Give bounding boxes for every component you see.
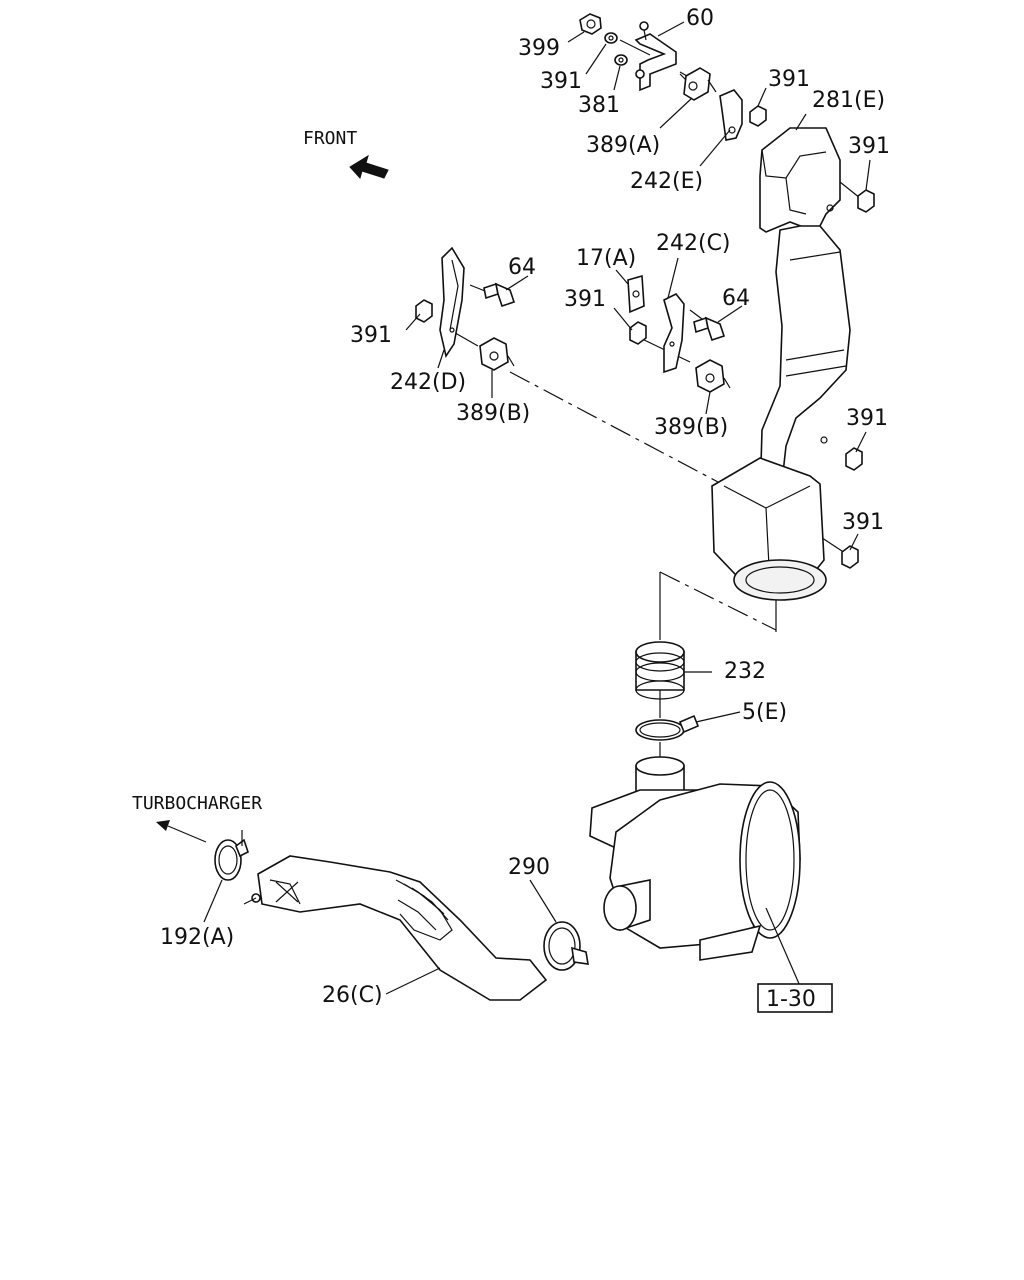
part-391-nut-right-mid: [845, 447, 863, 471]
part-64-bolt-middle: [693, 316, 726, 342]
label-391-upper-right: 391: [768, 67, 810, 92]
part-labels: 399 60 391 381 391 389(A) 281(E) 391 242…: [160, 6, 890, 1008]
part-391-nut-right-low: [841, 545, 859, 569]
part-391-nut-middle: [629, 321, 647, 345]
part-64-bolt-left: [483, 282, 516, 308]
label-242e: 242(E): [630, 169, 703, 194]
front-arrow-icon: [349, 154, 389, 180]
front-note-text: FRONT: [303, 128, 357, 149]
part-242e-bracket: [719, 89, 743, 141]
hose-x-marking-icon: [275, 881, 299, 903]
part-391-washer-top: [604, 32, 618, 44]
part-391-nut-left: [415, 299, 433, 323]
label-381: 381: [578, 93, 620, 118]
reference-label[interactable]: 1-30: [766, 987, 816, 1012]
part-17a-plate: [627, 274, 645, 314]
part-389b-mount-left: [479, 337, 515, 371]
label-391-top: 391: [540, 69, 582, 94]
part-389a-mount: [679, 67, 717, 101]
label-391-duct-mid: 391: [846, 406, 888, 431]
label-242d: 242(D): [390, 370, 466, 395]
label-389b-left: 389(B): [456, 401, 530, 426]
part-192a-hose-clamp: [214, 830, 249, 881]
leader-lines: [203, 21, 871, 995]
front-direction-note: FRONT: [303, 128, 389, 180]
label-391-duct-low: 391: [842, 510, 884, 535]
turbocharger-direction-note: TURBOCHARGER: [132, 793, 262, 843]
label-389a: 389(A): [586, 133, 660, 158]
label-399: 399: [518, 36, 560, 61]
label-232: 232: [724, 659, 766, 684]
reference-box-1-30[interactable]: 1-30: [757, 983, 833, 1013]
label-60: 60: [686, 6, 714, 31]
label-281e: 281(E): [812, 88, 885, 113]
label-64-left: 64: [508, 255, 536, 280]
part-232-connector-hose: [635, 641, 685, 700]
part-391-nut-281e: [749, 105, 767, 127]
part-60-bracket: [634, 21, 677, 92]
label-64-middle: 64: [722, 286, 750, 311]
part-290-hose-clamp: [543, 921, 589, 971]
label-391-left: 391: [350, 323, 392, 348]
part-281e-intake-duct: [711, 127, 851, 601]
turbocharger-note-text: TURBOCHARGER: [132, 793, 262, 814]
part-5e-hose-clamp: [635, 714, 700, 741]
label-5e: 5(E): [742, 700, 787, 725]
label-26c: 26(C): [322, 983, 383, 1008]
label-391-duct-top: 391: [848, 134, 890, 159]
part-391-nut-right-top: [857, 189, 875, 213]
turbocharger-arrow-icon: [156, 820, 170, 831]
part-399-nut: [579, 13, 602, 35]
part-381-washer: [614, 54, 628, 66]
part-26c-intake-hose: [243, 855, 548, 1001]
label-389b-middle: 389(B): [654, 415, 728, 440]
label-391-middle: 391: [564, 287, 606, 312]
label-290: 290: [508, 855, 550, 880]
label-192a: 192(A): [160, 925, 234, 950]
label-17a: 17(A): [576, 246, 636, 271]
turbocharger-arrow-line: [167, 825, 207, 843]
part-242d-bracket: [439, 246, 465, 358]
part-242c-bracket: [663, 292, 685, 374]
label-242c: 242(C): [656, 231, 731, 256]
air-cleaner-assembly: [589, 756, 801, 961]
part-389b-mount-middle: [695, 359, 731, 393]
